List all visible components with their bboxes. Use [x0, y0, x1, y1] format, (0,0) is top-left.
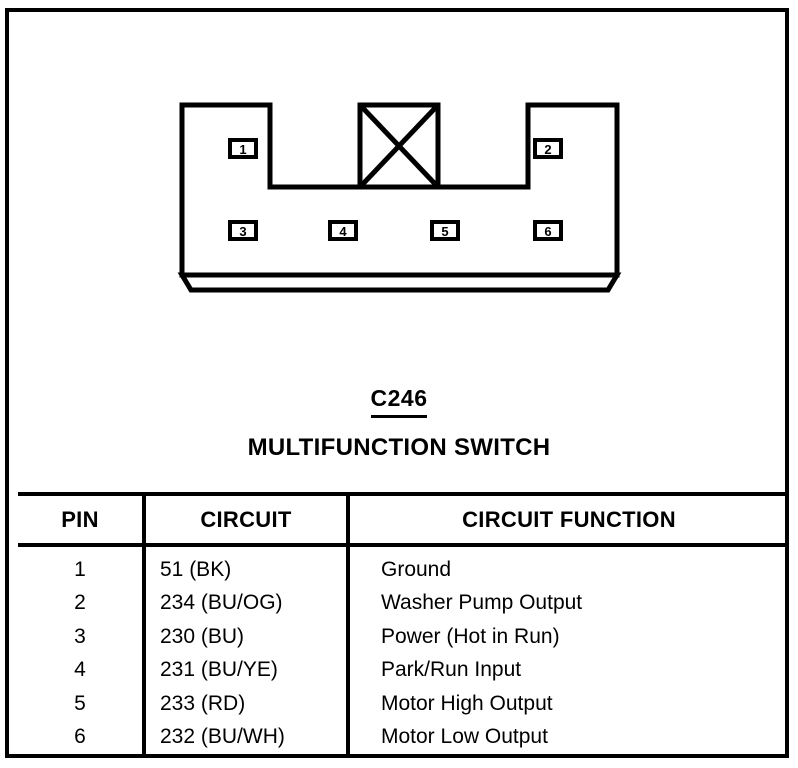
cell-function: Ground	[381, 557, 452, 581]
cell-function: Power (Hot in Run)	[381, 624, 560, 648]
cell-pin: 6	[18, 720, 146, 754]
connector-name-label: MULTIFUNCTION SWITCH	[247, 434, 551, 461]
cell-circuit: 233 (RD)	[144, 687, 350, 721]
header-row: PIN CIRCUIT CIRCUIT FUNCTION	[18, 496, 788, 547]
cell-circuit: 230 (BU)	[144, 620, 350, 654]
connector-outline-icon	[177, 102, 622, 293]
pin-box-4: 4	[328, 220, 358, 241]
connector-illustration: 1 2 3 4 5 6	[170, 90, 630, 305]
cell-pin: 1	[18, 545, 146, 587]
connector-code-label: C246	[370, 385, 428, 418]
cell-circuit: 231 (BU/YE)	[144, 653, 350, 687]
cell-pin: 4	[18, 653, 146, 687]
column-header-pin: PIN	[18, 496, 146, 547]
connector-flange-shape	[177, 272, 622, 293]
cell-function: Motor High Output	[381, 691, 553, 715]
pin-box-5: 5	[430, 220, 460, 241]
cell-function: Washer Pump Output	[381, 591, 583, 615]
cell-circuit: 51 (BK)	[144, 545, 350, 587]
column-header-circuit: CIRCUIT	[144, 496, 350, 547]
cell-circuit: 234 (BU/OG)	[144, 586, 350, 621]
cell-function: Motor Low Output	[381, 725, 548, 749]
cell-pin: 3	[18, 620, 146, 654]
table-header: PIN CIRCUIT CIRCUIT FUNCTION	[18, 496, 788, 547]
pin-box-2: 2	[533, 138, 563, 159]
column-header-function: CIRCUIT FUNCTION	[348, 496, 788, 547]
pin-box-6: 6	[533, 220, 563, 241]
pin-box-3: 3	[228, 220, 258, 241]
key-box-diagonal-up	[358, 103, 440, 189]
figure-caption: C246 MULTIFUNCTION SWITCH	[0, 385, 798, 462]
cell-pin: 5	[18, 687, 146, 721]
cell-pin: 2	[18, 586, 146, 621]
pin-box-1: 1	[228, 138, 258, 159]
cell-function: Park/Run Input	[381, 658, 522, 682]
cell-circuit: 232 (BU/WH)	[144, 720, 350, 754]
